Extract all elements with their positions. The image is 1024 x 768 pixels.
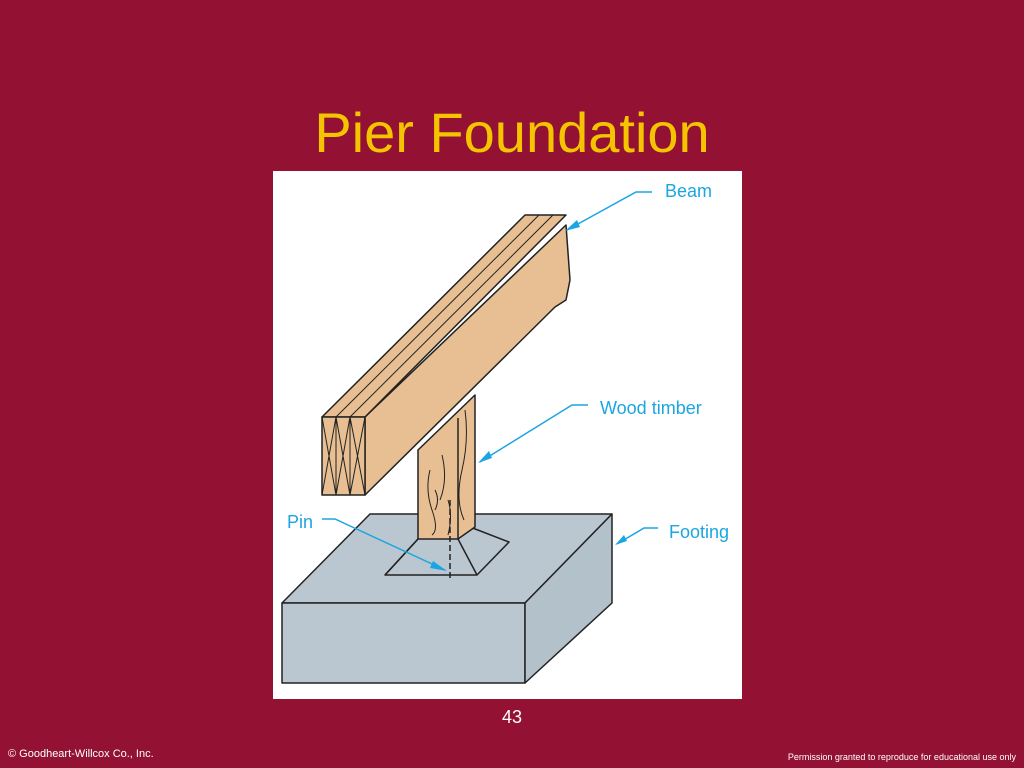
copyright: © Goodheart-Willcox Co., Inc. — [8, 748, 154, 760]
arrowheads — [430, 220, 627, 571]
leader-lines — [322, 191, 658, 571]
beam — [321, 214, 571, 496]
pin-arrow-icon — [430, 561, 447, 571]
wood-timber-post — [417, 394, 476, 540]
base-plate — [384, 526, 510, 576]
permission-note: Permission granted to reproduce for educ… — [787, 752, 1016, 762]
label-footing: Footing — [669, 522, 730, 542]
footing-arrow-icon — [615, 535, 627, 545]
beam-arrow-icon — [565, 220, 580, 231]
pier-foundation-diagram — [273, 171, 742, 699]
label-wood-timber: Wood timber — [600, 398, 702, 418]
timber-arrow-icon — [478, 451, 492, 463]
page-number: 43 — [501, 707, 523, 727]
label-pin: Pin — [287, 512, 314, 532]
label-beam: Beam — [665, 181, 713, 201]
slide-title: Pier Foundation — [314, 101, 710, 164]
